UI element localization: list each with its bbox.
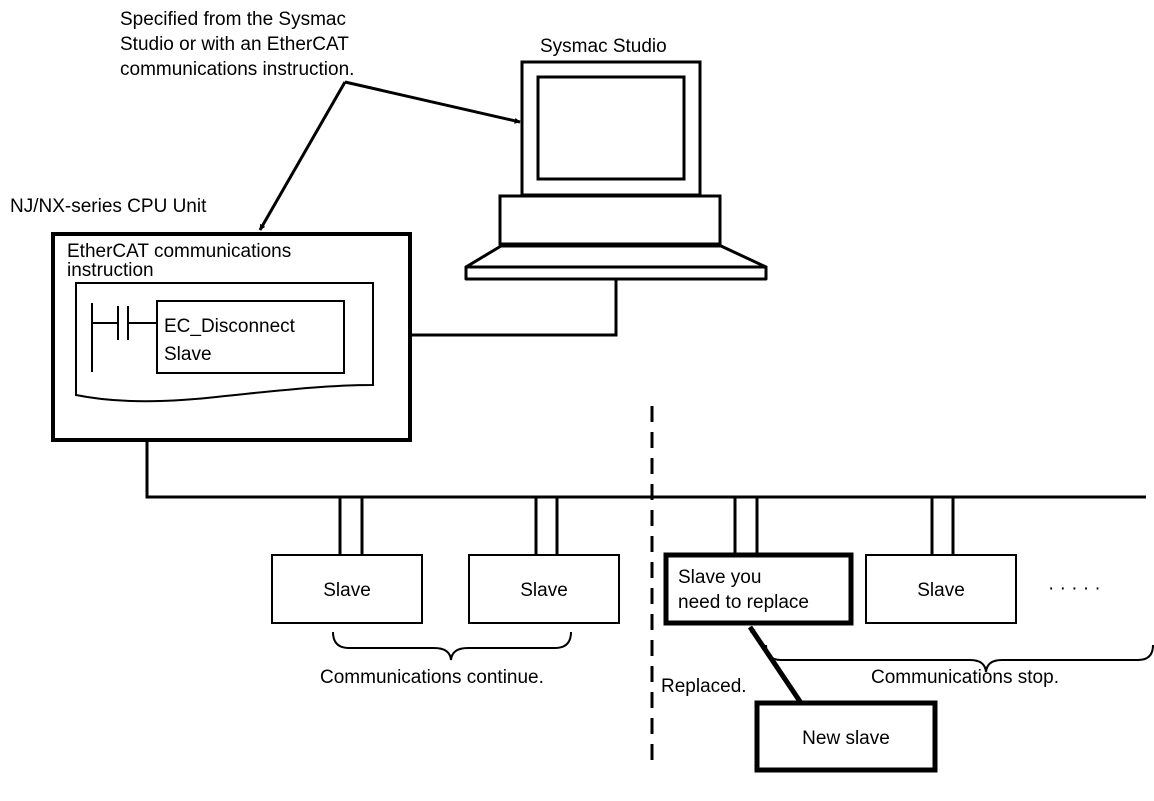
slave-replace-line-1: Slave you xyxy=(678,567,761,588)
slave-label-2: Slave xyxy=(520,580,568,601)
annotation-line-3: communications instruction. xyxy=(120,59,354,80)
cpu-panel-title-line-1: EtherCAT communications xyxy=(67,241,291,262)
annotation-line-2: Studio or with an EtherCAT xyxy=(120,34,349,55)
slave-box-2 xyxy=(468,554,620,624)
replacement-arrow xyxy=(747,625,804,705)
slave-label-4: Slave xyxy=(917,580,965,601)
new-slave-box xyxy=(754,700,938,773)
slave-ellipsis: · · · · · xyxy=(1048,578,1101,599)
computer-icon xyxy=(464,60,768,281)
instruction-block-line-2: Slave xyxy=(164,344,212,365)
annotation-line-1: Specified from the Sysmac xyxy=(120,9,346,30)
cpu-panel-title-line-2: instruction xyxy=(67,260,154,281)
slave-box-4 xyxy=(865,554,1017,624)
instruction-block xyxy=(156,300,345,374)
slave-replace-line-2: need to replace xyxy=(678,592,809,613)
brace-continue xyxy=(332,631,572,661)
computer-label: Sysmac Studio xyxy=(540,36,667,57)
computer-cpu-cable xyxy=(410,279,618,337)
stop-label: Communications stop. xyxy=(871,667,1059,688)
slave-label-1: Slave xyxy=(323,580,371,601)
continue-label: Communications continue. xyxy=(320,667,544,688)
new-slave-label: New slave xyxy=(802,728,890,749)
ethercat-bus xyxy=(145,440,1146,555)
annotation-arrows xyxy=(258,80,521,231)
slave-box-replace xyxy=(663,552,854,626)
slave-box-1 xyxy=(271,554,423,624)
ladder-contact-icon xyxy=(91,303,157,372)
replaced-label: Replaced. xyxy=(661,676,747,697)
cpu-unit-title: NJ/NX-series CPU Unit xyxy=(10,196,207,217)
instruction-block-line-1: EC_Disconnect xyxy=(164,316,296,337)
